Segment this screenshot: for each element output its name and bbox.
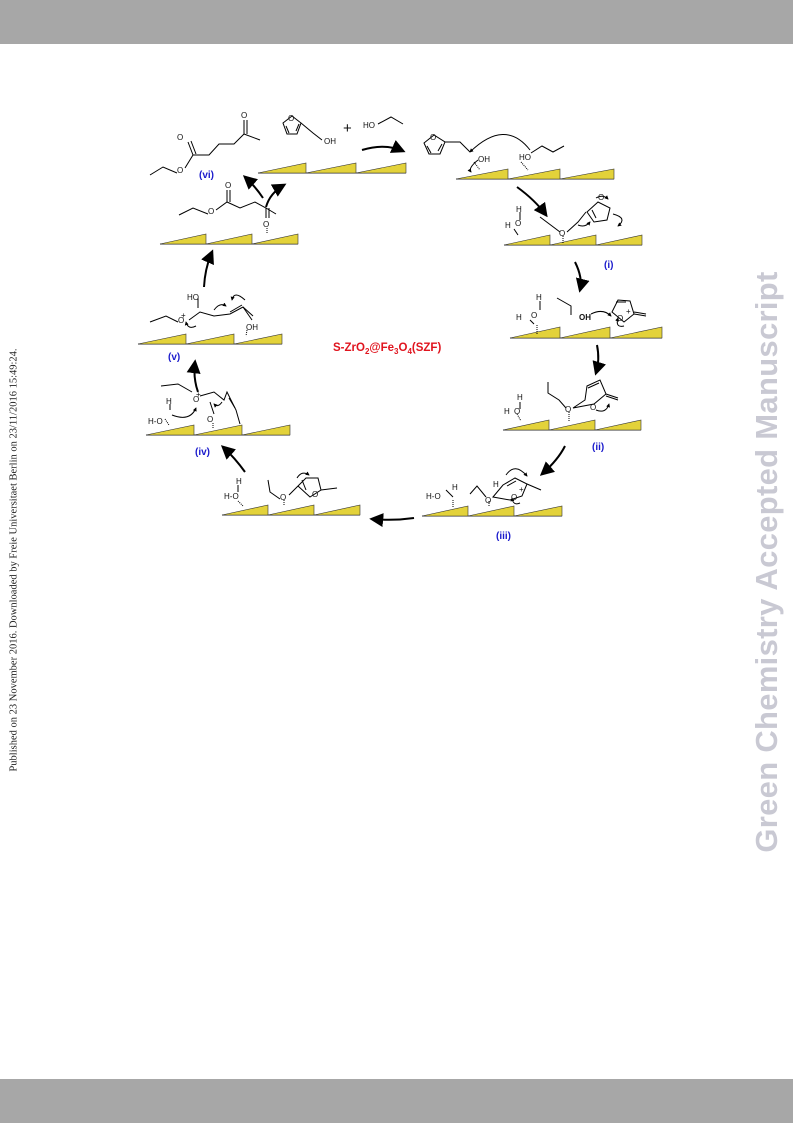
catalyst-label-part: S-ZrO [333, 342, 365, 354]
intermediate-v [149, 294, 254, 337]
step-label-iv: (iv) [195, 447, 210, 458]
atom-label: O [590, 403, 596, 412]
arrow-to-levulinate [201, 249, 214, 288]
charge-label: + [626, 307, 631, 316]
arrow-reactants-to-adsorption [361, 140, 406, 153]
hydration-intermediate [237, 471, 338, 507]
catalyst-support-left-1 [145, 424, 291, 436]
step-label-vi: (vi) [199, 170, 214, 181]
atom-label: O [515, 219, 521, 228]
atom-label: O [177, 133, 183, 142]
footer-bar [0, 1079, 793, 1123]
catalyst-label-part: @Fe [369, 342, 394, 354]
carbocation-intermediate [529, 297, 647, 335]
atom-label: OH [579, 313, 591, 322]
intermediate-ii [516, 379, 619, 422]
atom-label: O [280, 493, 286, 502]
atom-label: O [565, 405, 571, 414]
atom-label: O [617, 314, 623, 323]
catalyst-label-part: O [399, 342, 408, 354]
intermediate-iv [160, 383, 241, 429]
atom-label: H [505, 221, 511, 230]
arrow-to-step-iii [539, 445, 566, 476]
atom-label: H [236, 477, 242, 486]
atom-label: H [493, 480, 499, 489]
atom-label: O [225, 181, 231, 190]
charge-label: + [196, 390, 201, 399]
atom-label: H [516, 205, 522, 214]
step-label-i: (i) [604, 260, 613, 271]
catalyst-label-sub: 4 [407, 347, 412, 356]
catalyst-support-right-3 [509, 326, 663, 339]
ethanol [377, 116, 404, 125]
atom-label: O [288, 114, 294, 123]
catalyst-support-bottom-right [421, 505, 563, 517]
intermediate-i [513, 195, 623, 244]
atom-label: O [312, 490, 318, 499]
cycle-arrows [186, 140, 606, 528]
atom-label: HO [519, 153, 531, 162]
adsorbed-ethyl-levulinate [178, 190, 277, 234]
atom-label: OH [478, 155, 490, 164]
catalyst-support-left-3 [159, 233, 299, 245]
catalyst-label-part: (SZF) [412, 342, 442, 354]
atom-label: O [193, 395, 199, 404]
step-label-ii: (ii) [592, 442, 604, 453]
atom-label: O [511, 493, 517, 502]
catalyst-support-top [257, 162, 407, 174]
arrow-to-desorption [265, 183, 287, 208]
plus-sign: + [343, 120, 352, 137]
atom-label: O [430, 133, 436, 142]
atom-label: O [178, 316, 184, 325]
atom-label: O [531, 311, 537, 320]
atom-label: OH [246, 323, 258, 332]
atom-label: O [241, 111, 247, 120]
atom-label: O [485, 496, 491, 505]
step-label-v: (v) [168, 352, 180, 363]
atom-label: H [166, 397, 172, 406]
step-label-iii: (iii) [496, 531, 511, 542]
atom-label: H [536, 293, 542, 302]
header-bar [0, 0, 793, 44]
catalyst-label: S-ZrO2@Fe3O4(SZF) [333, 342, 441, 356]
atom-label: O [263, 220, 269, 229]
atom-label: H [517, 393, 523, 402]
catalyst-support-right-1 [455, 168, 615, 180]
catalyst-label-sub: 3 [394, 347, 399, 356]
atom-label: HO [187, 293, 199, 302]
catalyst-support-right-4 [502, 419, 642, 431]
arrow-to-carbocation [574, 261, 590, 293]
atom-label: O [514, 407, 520, 416]
arrow-to-step-v [186, 359, 201, 393]
atom-label: H-O [426, 492, 441, 501]
atom-label: H-O [148, 417, 163, 426]
arrow-release-product [242, 175, 264, 199]
charge-label: + [181, 311, 186, 320]
arrow-to-step-iv [220, 445, 246, 473]
charge-label: + [519, 485, 524, 494]
catalyst-support-right-2 [503, 234, 643, 246]
atom-label: O [207, 415, 213, 424]
ethyl-levulinate-product [149, 120, 261, 176]
atom-label: O [559, 229, 565, 238]
atom-label: H [516, 313, 522, 322]
arrow-to-hydration [369, 513, 415, 528]
furfuryl-alcohol [282, 115, 323, 141]
atom-label: O [208, 207, 214, 216]
adsorbed-reactants [423, 134, 565, 173]
atom-label: O [598, 193, 604, 202]
catalyst-label-sub: 2 [365, 347, 370, 356]
atom-label: OH [324, 137, 336, 146]
arrow-to-step-ii [592, 344, 606, 376]
intermediate-iii [445, 468, 542, 507]
catalyst-support-left-2 [137, 333, 283, 345]
atom-label: H-O [224, 492, 239, 501]
arrow-to-step-i [516, 186, 548, 218]
catalyst-support-bottom-left [221, 504, 361, 516]
atom-label: O [177, 166, 183, 175]
atom-label: H [504, 407, 510, 416]
atom-label: HO [363, 121, 375, 130]
atom-label: H [452, 483, 458, 492]
